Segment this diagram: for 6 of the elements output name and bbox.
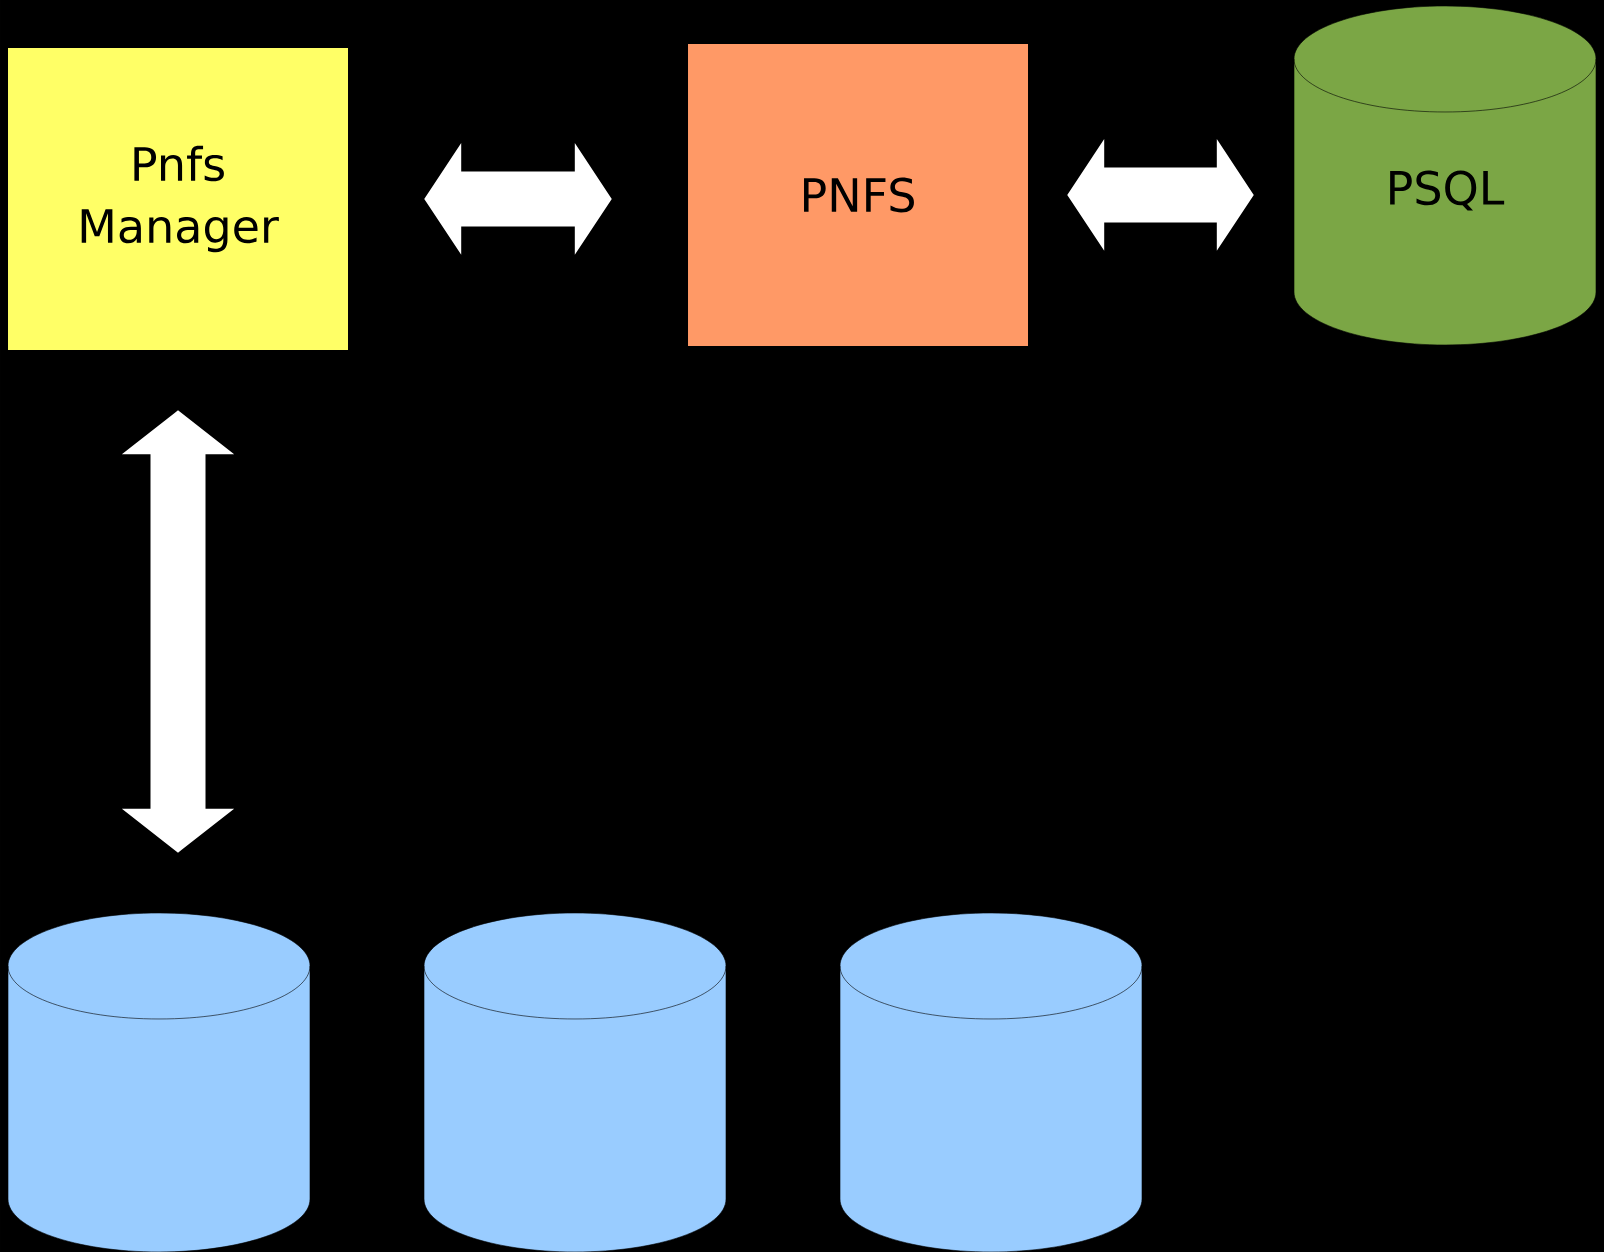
database-cylinder	[423, 912, 727, 1252]
process-box: Pnfs Manager	[8, 48, 348, 350]
process-box: PNFS	[688, 44, 1028, 346]
database-cylinder	[839, 912, 1143, 1252]
database-cylinder	[7, 912, 311, 1252]
database-cylinder: PSQL	[1293, 5, 1597, 346]
